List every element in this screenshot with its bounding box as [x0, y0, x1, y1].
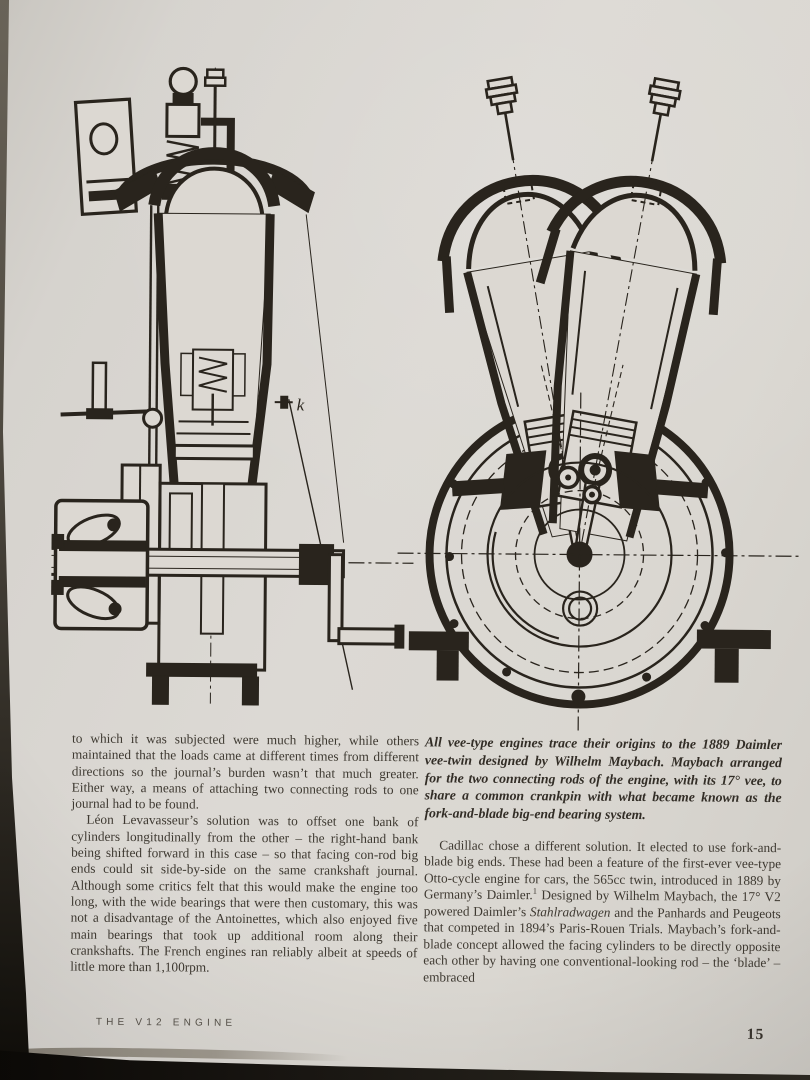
- crankcase-mounts: [408, 450, 771, 683]
- page-number: 15: [746, 1025, 765, 1044]
- body-paragraph: Léon Levavasseur’s solution was to offse…: [70, 812, 419, 975]
- starting-crank: [298, 543, 405, 649]
- body-paragraph: Cadillac chose a different solution. It …: [423, 837, 781, 988]
- running-title: THE V12 ENGINE: [95, 1016, 237, 1029]
- figure-engine-side-section: k: [50, 66, 414, 706]
- body-paragraph: to which it was subjected were much high…: [71, 730, 420, 812]
- cylinder-head: [113, 68, 315, 215]
- right-text-column: All vee-type engines trace their origins…: [423, 733, 782, 988]
- figure-vee-twin-section: [397, 61, 800, 731]
- figure-label-k: k: [297, 395, 305, 414]
- italic-term: Stahlradwagen: [529, 904, 611, 920]
- left-text-column: to which it was subjected were much high…: [70, 731, 419, 978]
- propeller-hub: [50, 498, 150, 631]
- piston-detail: [172, 348, 256, 461]
- figure-caption: All vee-type engines trace their origins…: [424, 734, 783, 823]
